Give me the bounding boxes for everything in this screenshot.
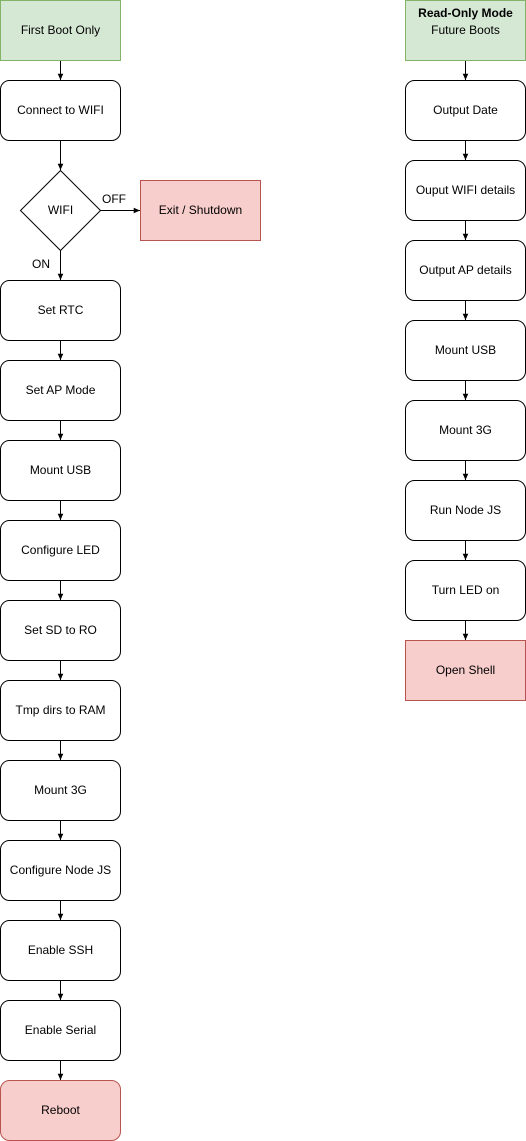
step-label: Enable Serial	[25, 1023, 96, 1037]
step-node-output-ap-details: Output AP details	[405, 240, 526, 301]
first-boot-start-node: First Boot Only	[0, 0, 121, 61]
step-node-enable-ssh: Enable SSH	[0, 920, 121, 981]
step-label: Output Date	[433, 103, 498, 117]
on-branch-label: ON	[32, 257, 50, 271]
step-label: Mount USB	[30, 463, 91, 477]
left-flow: First Boot Only Connect to WIFI WIFI OFF…	[0, 0, 261, 1141]
step-node-mount-3g: Mount 3G	[405, 400, 526, 461]
step-node-output-date: Output Date	[405, 80, 526, 141]
read-only-start-node: Read-Only Mode Future Boots	[405, 0, 526, 61]
open-shell-label: Open Shell	[436, 663, 495, 677]
step-label: Tmp dirs to RAM	[15, 703, 105, 717]
step-node-mount-3g: Mount 3G	[0, 760, 121, 821]
step-node-set-ap-mode: Set AP Mode	[0, 360, 121, 421]
step-node-configure-led: Configure LED	[0, 520, 121, 581]
right-flow: Read-Only Mode Future Boots Output DateO…	[405, 0, 526, 701]
step-label: Turn LED on	[432, 583, 500, 597]
step-label: Mount 3G	[439, 423, 492, 437]
first-boot-label: First Boot Only	[21, 23, 100, 37]
step-label: Output AP details	[419, 263, 512, 277]
wifi-decision-node: WIFI	[19, 169, 102, 252]
step-label: Ouput WIFI details	[416, 183, 515, 197]
future-boots-subtitle: Future Boots	[431, 23, 500, 37]
step-node-mount-usb: Mount USB	[405, 320, 526, 381]
step-label: Set SD to RO	[24, 623, 97, 637]
step-node-tmp-dirs-to-ram: Tmp dirs to RAM	[0, 680, 121, 741]
exit-shutdown-node: Exit / Shutdown	[140, 180, 261, 241]
step-label: Mount 3G	[34, 783, 87, 797]
step-node-set-rtc: Set RTC	[0, 280, 121, 341]
step-node-turn-led-on: Turn LED on	[405, 560, 526, 621]
step-label: Enable SSH	[28, 943, 93, 957]
step-label: Configure LED	[21, 543, 100, 557]
step-label: Set RTC	[38, 303, 84, 317]
step-node-configure-node-js: Configure Node JS	[0, 840, 121, 901]
off-branch-label: OFF	[102, 192, 126, 206]
step-node-enable-serial: Enable Serial	[0, 1000, 121, 1061]
step-label: Configure Node JS	[10, 863, 111, 877]
step-node-set-sd-to-ro: Set SD to RO	[0, 600, 121, 661]
reboot-node: Reboot	[0, 1080, 121, 1141]
reboot-label: Reboot	[41, 1103, 80, 1117]
open-shell-node: Open Shell	[405, 640, 526, 701]
wifi-decision-label: WIFI	[48, 203, 73, 217]
step-node-run-node-js: Run Node JS	[405, 480, 526, 541]
read-only-title: Read-Only Mode	[418, 6, 513, 20]
step-node-ouput-wifi-details: Ouput WIFI details	[405, 160, 526, 221]
exit-shutdown-label: Exit / Shutdown	[159, 203, 242, 217]
connect-wifi-node: Connect to WIFI	[0, 80, 121, 141]
step-label: Mount USB	[435, 343, 496, 357]
connect-wifi-label: Connect to WIFI	[17, 103, 104, 117]
step-label: Run Node JS	[430, 503, 501, 517]
step-node-mount-usb: Mount USB	[0, 440, 121, 501]
step-label: Set AP Mode	[26, 383, 96, 397]
